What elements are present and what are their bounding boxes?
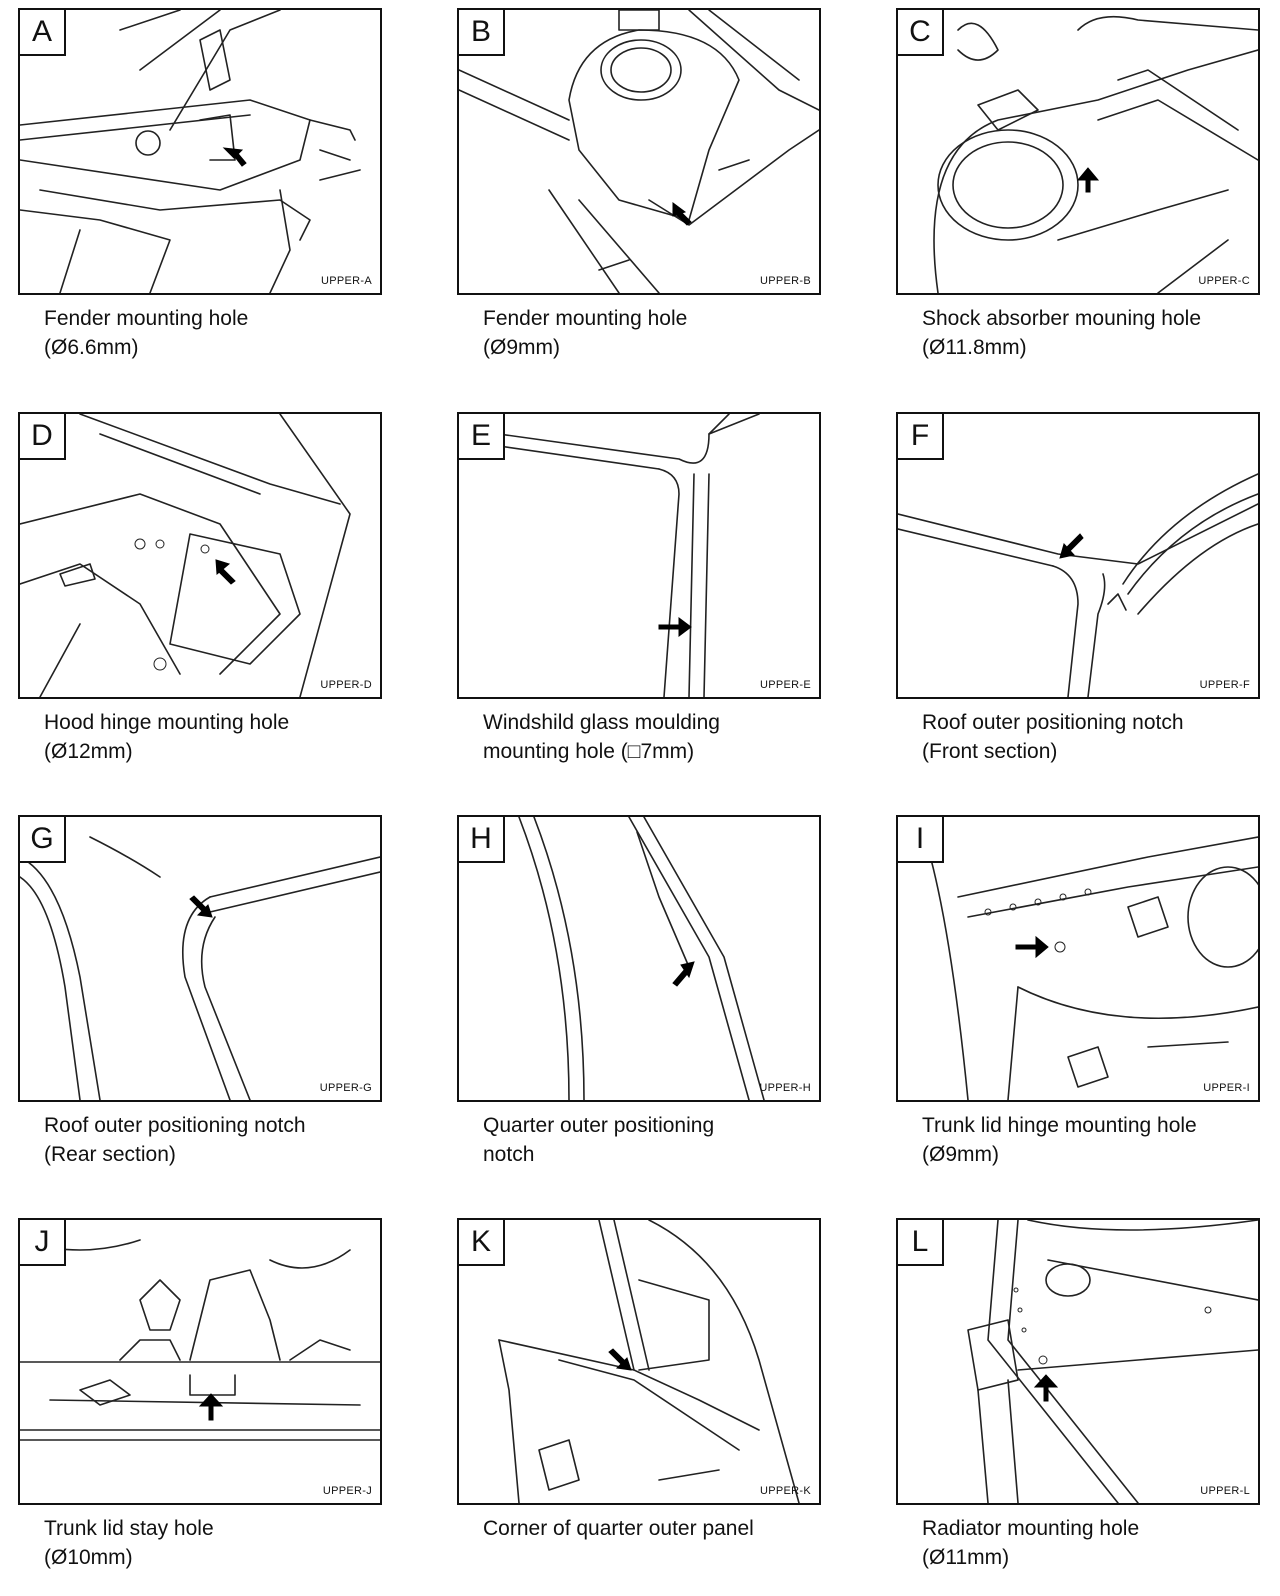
illustration-panel: F UPPER-F bbox=[896, 412, 1260, 699]
caption-line-1: Fender mounting hole bbox=[483, 307, 688, 330]
panel-letter: H bbox=[459, 817, 505, 863]
caption-line-2: (Ø9mm) bbox=[922, 1143, 999, 1166]
caption-line-2: (Rear section) bbox=[44, 1143, 176, 1166]
caption-line-2: (Ø12mm) bbox=[44, 740, 133, 763]
panel-code: UPPER-F bbox=[1199, 679, 1250, 691]
indicator-arrow-icon bbox=[1015, 935, 1049, 959]
illustration-panel: I UPPER-I bbox=[896, 815, 1260, 1102]
caption-line-2: (Front section) bbox=[922, 740, 1058, 763]
caption: Trunk lid stay hole (Ø10mm) bbox=[44, 1514, 384, 1572]
illustration-panel: L UPPER-L bbox=[896, 1218, 1260, 1505]
line-drawing bbox=[20, 414, 351, 697]
panel-code: UPPER-A bbox=[321, 275, 372, 287]
caption-line-1: Quarter outer positioning bbox=[483, 1114, 715, 1137]
indicator-arrow-icon bbox=[1059, 533, 1084, 559]
illustration-panel: E UPPER-E bbox=[457, 412, 821, 699]
panel-letter: I bbox=[898, 817, 944, 863]
caption-line-1: Corner of quarter outer panel bbox=[483, 1517, 754, 1540]
indicator-arrow-icon bbox=[1033, 1374, 1059, 1402]
caption: Fender mounting hole (Ø9mm) bbox=[483, 304, 823, 362]
line-drawing bbox=[20, 836, 380, 1100]
panel-code: UPPER-K bbox=[760, 1485, 811, 1497]
panel-code: UPPER-I bbox=[1203, 1082, 1250, 1094]
caption-line-2: (Ø9mm) bbox=[483, 336, 560, 359]
panel-letter: F bbox=[898, 414, 944, 460]
caption-line-1: Fender mounting hole bbox=[44, 307, 249, 330]
panel-code: UPPER-L bbox=[1200, 1485, 1250, 1497]
panel-letter: A bbox=[20, 10, 66, 56]
illustration-panel: K UPPER-K bbox=[457, 1218, 821, 1505]
caption-line-1: Trunk lid stay hole bbox=[44, 1517, 214, 1540]
caption: Windshild glass moulding mounting hole (… bbox=[483, 708, 823, 766]
caption: Quarter outer positioning notch bbox=[483, 1111, 823, 1169]
panel-letter: G bbox=[20, 817, 66, 863]
indicator-arrow-icon bbox=[608, 1348, 632, 1371]
caption-line-1: Shock absorber mouning hole bbox=[922, 307, 1202, 330]
caption: Roof outer positioning notch (Rear secti… bbox=[44, 1111, 384, 1169]
panel-letter: K bbox=[459, 1220, 505, 1266]
caption-line-2: (Ø6.6mm) bbox=[44, 336, 139, 359]
caption-line-1: Roof outer positioning notch bbox=[922, 711, 1184, 734]
panel-code: UPPER-G bbox=[319, 1082, 372, 1094]
line-drawing bbox=[20, 1239, 380, 1441]
caption-line-1: Windshild glass moulding bbox=[483, 711, 720, 734]
caption-line-2: notch bbox=[483, 1143, 535, 1166]
caption-line-1: Trunk lid hinge mounting hole bbox=[922, 1114, 1197, 1137]
line-drawing bbox=[498, 414, 760, 697]
panel-letter: E bbox=[459, 414, 505, 460]
line-drawing bbox=[898, 473, 1258, 697]
line-drawing bbox=[20, 10, 361, 293]
caption: Hood hinge mounting hole (Ø12mm) bbox=[44, 708, 384, 766]
caption: Fender mounting hole (Ø6.6mm) bbox=[44, 304, 384, 362]
indicator-arrow-icon bbox=[222, 147, 247, 167]
caption: Corner of quarter outer panel bbox=[483, 1514, 823, 1543]
panel-code: UPPER-E bbox=[760, 679, 811, 691]
caption-line-2: mounting hole (□7mm) bbox=[483, 740, 695, 763]
panel-code: UPPER-H bbox=[759, 1082, 811, 1094]
illustration-panel: D UPPER-D bbox=[18, 412, 382, 699]
illustration-panel: J UPPER-J bbox=[18, 1218, 382, 1505]
caption-line-2: (Ø10mm) bbox=[44, 1546, 133, 1569]
caption-line-1: Roof outer positioning notch bbox=[44, 1114, 306, 1137]
indicator-arrow-icon bbox=[189, 895, 213, 918]
illustration-panel: C UPPER-C bbox=[896, 8, 1260, 295]
illustration-panel: H UPPER-H bbox=[457, 815, 821, 1102]
panel-code: UPPER-C bbox=[1198, 275, 1250, 287]
caption-line-1: Hood hinge mounting hole bbox=[44, 711, 290, 734]
line-drawing bbox=[518, 817, 765, 1100]
caption: Shock absorber mouning hole (Ø11.8mm) bbox=[922, 304, 1262, 362]
caption-line-1: Radiator mounting hole bbox=[922, 1517, 1140, 1540]
illustration-panel: A UPPER-A bbox=[18, 8, 382, 295]
caption: Radiator mounting hole (Ø11mm) bbox=[922, 1514, 1262, 1572]
caption: Trunk lid hinge mounting hole (Ø9mm) bbox=[922, 1111, 1262, 1169]
line-drawing bbox=[933, 15, 1258, 293]
indicator-arrow-icon bbox=[672, 202, 692, 226]
indicator-arrow-icon bbox=[672, 961, 695, 987]
caption-line-2: (Ø11.8mm) bbox=[922, 336, 1027, 359]
panel-letter: C bbox=[898, 10, 944, 56]
panel-code: UPPER-B bbox=[760, 275, 811, 287]
line-drawing bbox=[459, 10, 819, 293]
panel-code: UPPER-J bbox=[322, 1485, 372, 1497]
line-drawing bbox=[967, 1220, 1258, 1503]
panel-letter: L bbox=[898, 1220, 944, 1266]
illustration-panel: B UPPER-B bbox=[457, 8, 821, 295]
panel-letter: B bbox=[459, 10, 505, 56]
line-drawing bbox=[917, 817, 1258, 1100]
indicator-arrow-icon bbox=[198, 1393, 224, 1421]
panel-code: UPPER-D bbox=[320, 679, 372, 691]
indicator-arrow-icon bbox=[658, 617, 692, 637]
panel-letter: J bbox=[20, 1220, 66, 1266]
line-drawing bbox=[498, 1220, 800, 1503]
illustration-panel: G UPPER-G bbox=[18, 815, 382, 1102]
indicator-arrow-icon bbox=[1076, 167, 1100, 193]
panel-letter: D bbox=[20, 414, 66, 460]
caption: Roof outer positioning notch (Front sect… bbox=[922, 708, 1262, 766]
indicator-arrow-icon bbox=[215, 559, 236, 585]
caption-line-2: (Ø11mm) bbox=[922, 1546, 1010, 1569]
